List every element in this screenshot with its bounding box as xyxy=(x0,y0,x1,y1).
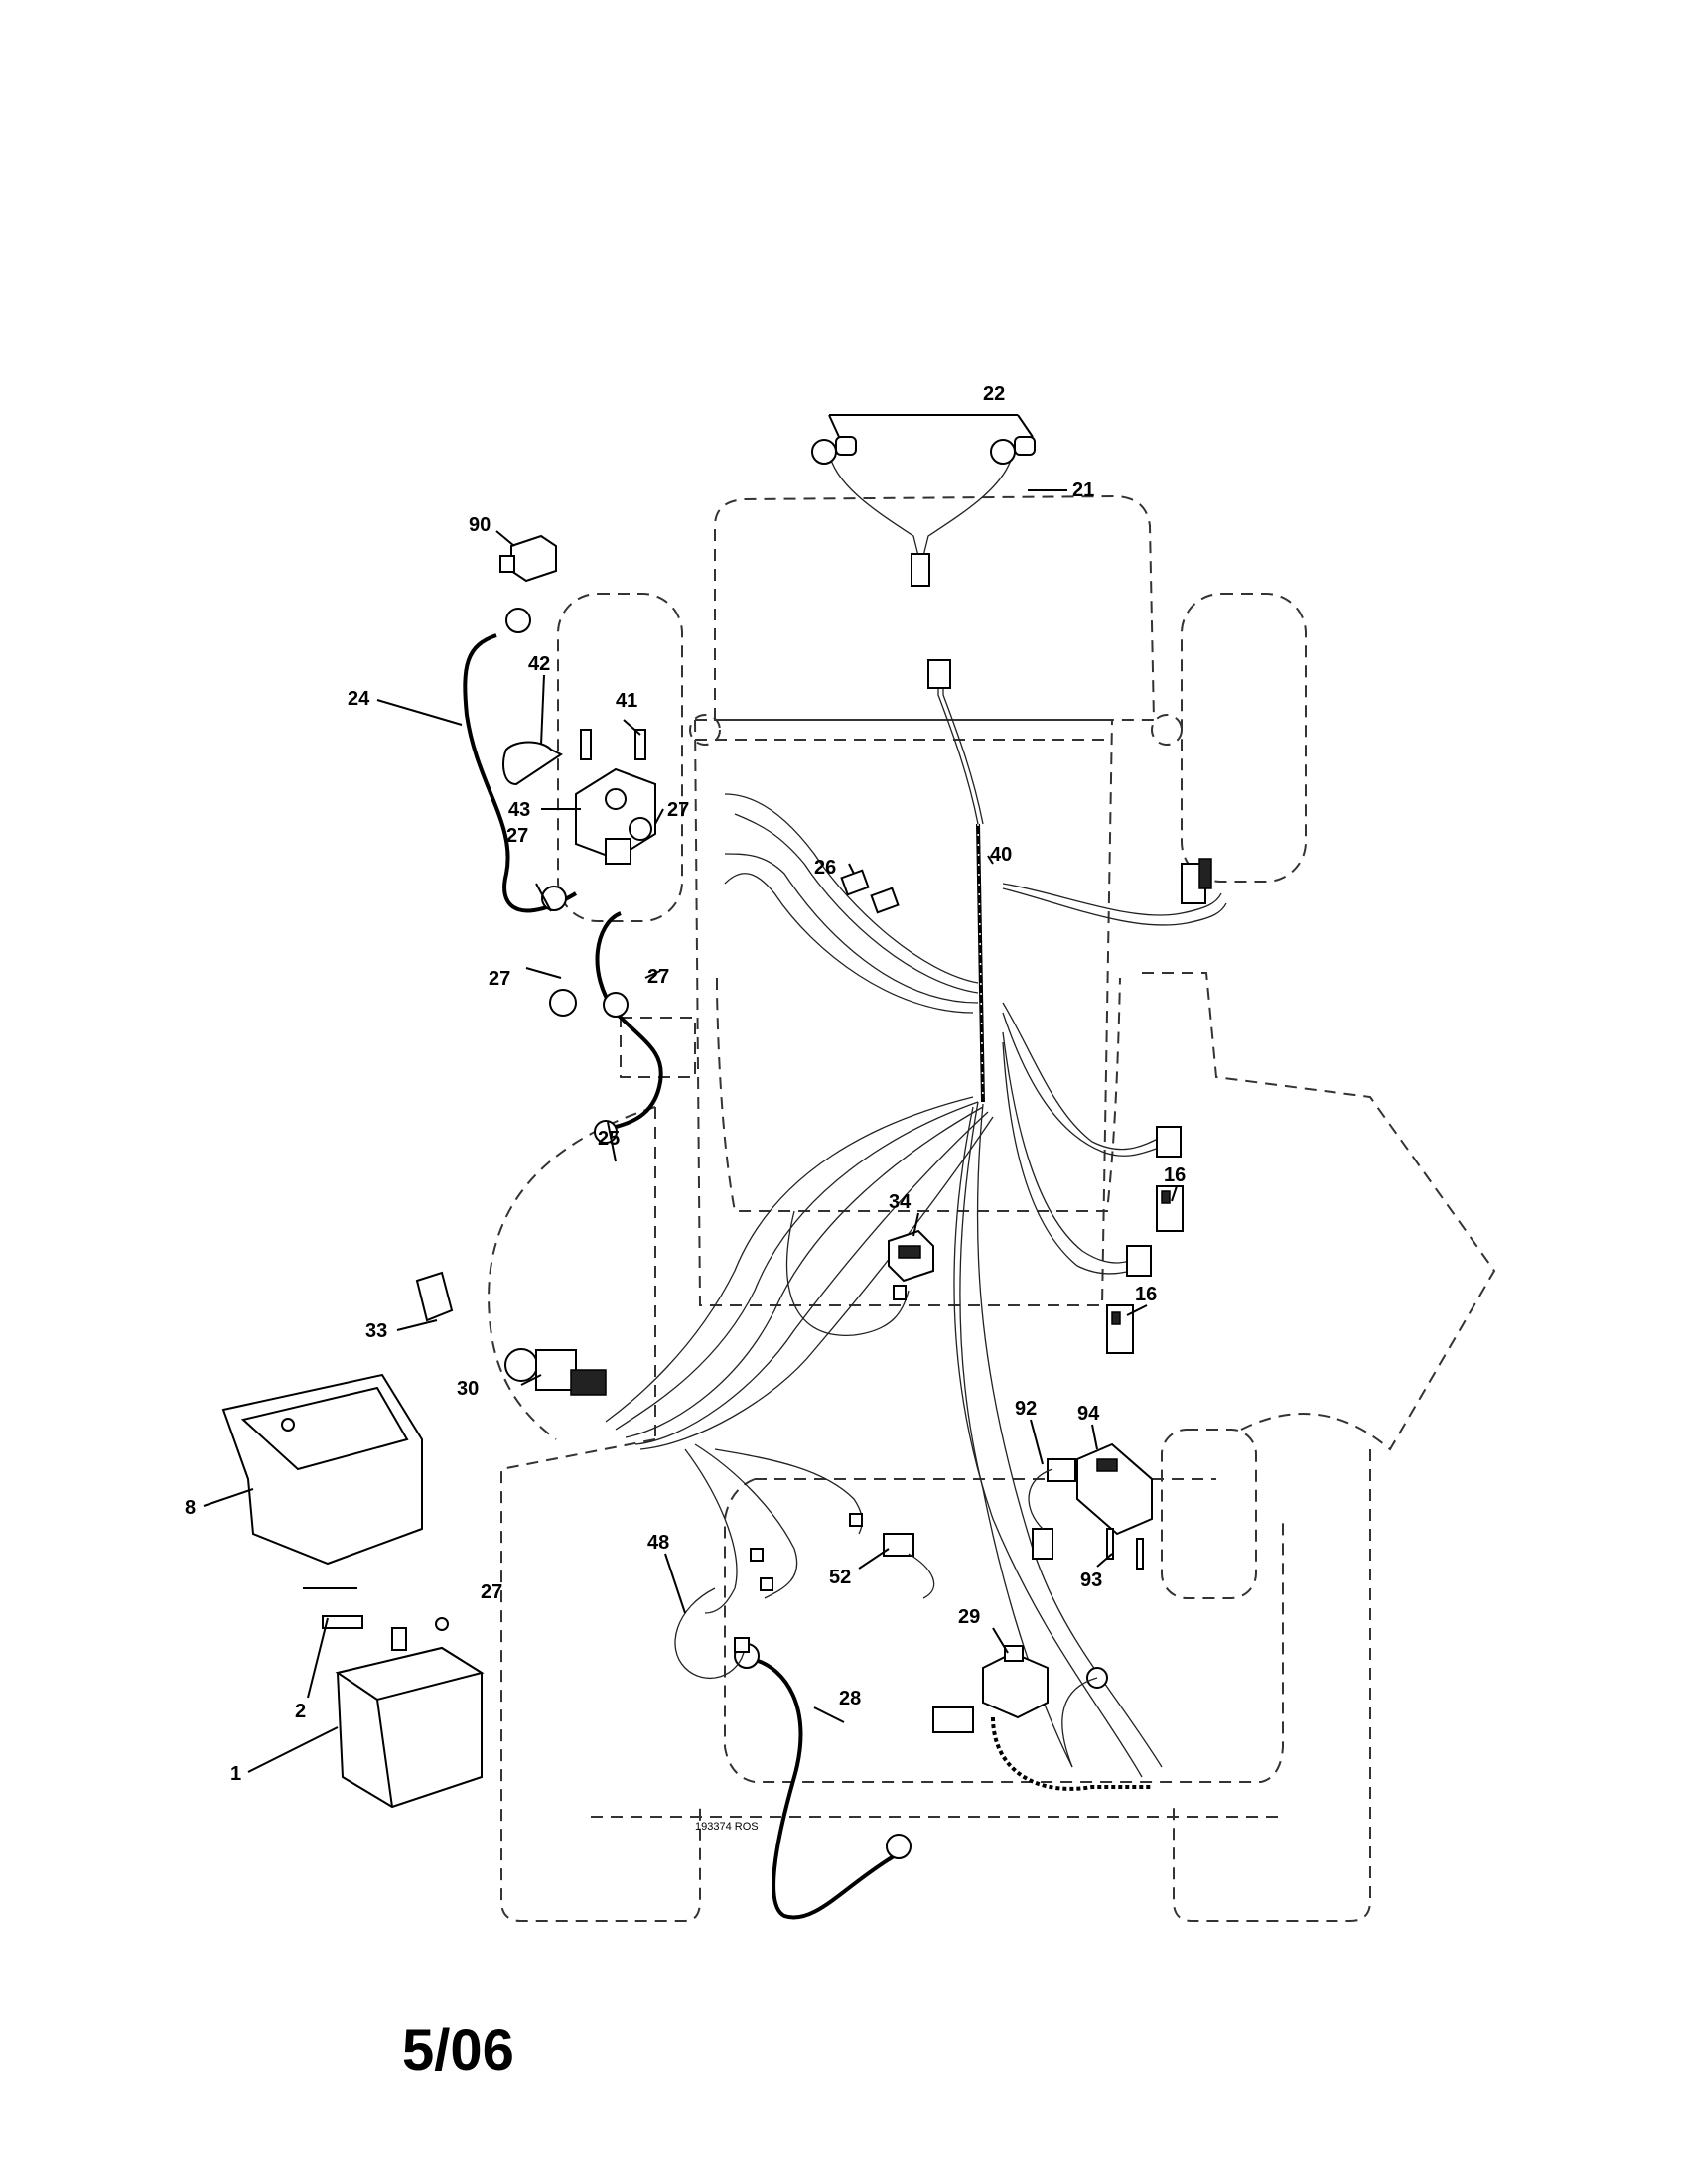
callout-26: 26 xyxy=(814,857,836,879)
nut-27e xyxy=(435,1617,449,1631)
bolts-41 xyxy=(580,729,646,760)
callout-16-upper: 16 xyxy=(1164,1164,1186,1186)
battery-1 xyxy=(335,1627,485,1809)
nut-27d xyxy=(603,992,629,1018)
fuse-33 xyxy=(415,1271,454,1322)
callout-24: 24 xyxy=(348,688,370,710)
spade-terminals xyxy=(750,1513,863,1591)
callout-21: 21 xyxy=(1072,479,1094,501)
light-bulb-right xyxy=(990,436,1036,465)
nut-27a xyxy=(541,886,567,911)
relay-29 xyxy=(982,1645,1049,1719)
switch-16-connector-lower xyxy=(1126,1245,1152,1277)
starter-solenoid-43 xyxy=(575,767,656,865)
module-94 xyxy=(1076,1442,1153,1536)
callout-92: 92 xyxy=(1015,1398,1037,1420)
terminal-boot-42 xyxy=(502,741,563,786)
callout-34: 34 xyxy=(889,1191,912,1213)
callout-27-left: 27 xyxy=(506,825,528,847)
drawing-code: 193374 ROS xyxy=(695,1821,759,1833)
lamp-harness-48 xyxy=(674,1587,746,1679)
connector-92 xyxy=(1028,1458,1076,1560)
callout-42: 42 xyxy=(528,653,550,675)
cable-28-end-terminal xyxy=(886,1834,912,1859)
callout-8: 8 xyxy=(185,1497,196,1519)
leader-lines xyxy=(203,414,1178,1773)
relay-90 xyxy=(499,534,557,583)
lamp-48-terminal xyxy=(734,1637,750,1653)
connectors-26 xyxy=(840,869,900,914)
switch-16-connector-upper xyxy=(1156,1126,1182,1158)
nut-27b xyxy=(629,817,652,841)
safety-switch-16-lower xyxy=(1106,1304,1134,1354)
callout-90: 90 xyxy=(469,514,491,536)
ignition-switch-30 xyxy=(504,1348,607,1396)
headlight-connector xyxy=(911,553,930,587)
callout-93: 93 xyxy=(1080,1570,1102,1591)
screws-93 xyxy=(1106,1528,1144,1570)
connector-40 xyxy=(1181,858,1212,904)
callout-43: 43 xyxy=(508,799,530,821)
callouts: 1 2 8 16 16 21 22 24 25 26 27 27 27 27 2… xyxy=(185,383,1186,1785)
callout-33: 33 xyxy=(365,1320,387,1342)
main-harness-wires xyxy=(605,675,1227,1778)
callout-22: 22 xyxy=(983,383,1005,405)
harness-coil xyxy=(976,823,985,1103)
harness-front-connector xyxy=(927,659,951,689)
date-stamp: 5/06 xyxy=(402,2018,514,2083)
battery-bolt-2 xyxy=(322,1615,363,1629)
callout-52: 52 xyxy=(829,1567,851,1588)
callout-27-lower-right: 27 xyxy=(647,966,669,988)
callout-29: 29 xyxy=(958,1606,980,1628)
headlight-harness xyxy=(828,451,1014,587)
coiled-wire-29 xyxy=(991,1716,1152,1791)
callout-48: 48 xyxy=(647,1532,669,1554)
safety-switch-16-upper xyxy=(1156,1185,1184,1232)
cable-25 xyxy=(595,911,663,1129)
rocker-switch-34 xyxy=(888,1229,934,1283)
callout-30: 30 xyxy=(457,1378,479,1400)
relay-29-plug xyxy=(932,1706,974,1733)
callout-2: 2 xyxy=(295,1701,306,1722)
callout-28: 28 xyxy=(839,1688,861,1709)
fuse-holder-52 xyxy=(883,1533,935,1599)
battery-tray-8 xyxy=(221,1373,423,1566)
callout-94: 94 xyxy=(1077,1403,1100,1425)
callout-27-solenoid: 27 xyxy=(667,799,689,821)
cable-28 xyxy=(754,1658,896,1920)
callout-40: 40 xyxy=(990,844,1012,866)
light-bulb-left xyxy=(811,436,857,465)
callout-27-lower-left: 27 xyxy=(489,968,510,990)
callout-25: 25 xyxy=(598,1128,620,1150)
callout-1: 1 xyxy=(230,1763,241,1785)
switch-34-plug xyxy=(893,1285,907,1300)
cable-24-ring-terminal xyxy=(505,608,531,633)
callout-16-lower: 16 xyxy=(1135,1284,1157,1305)
callout-41: 41 xyxy=(616,690,637,712)
nut-27c xyxy=(549,989,577,1017)
cable-24 xyxy=(463,633,578,913)
callout-27-battery: 27 xyxy=(481,1581,502,1603)
